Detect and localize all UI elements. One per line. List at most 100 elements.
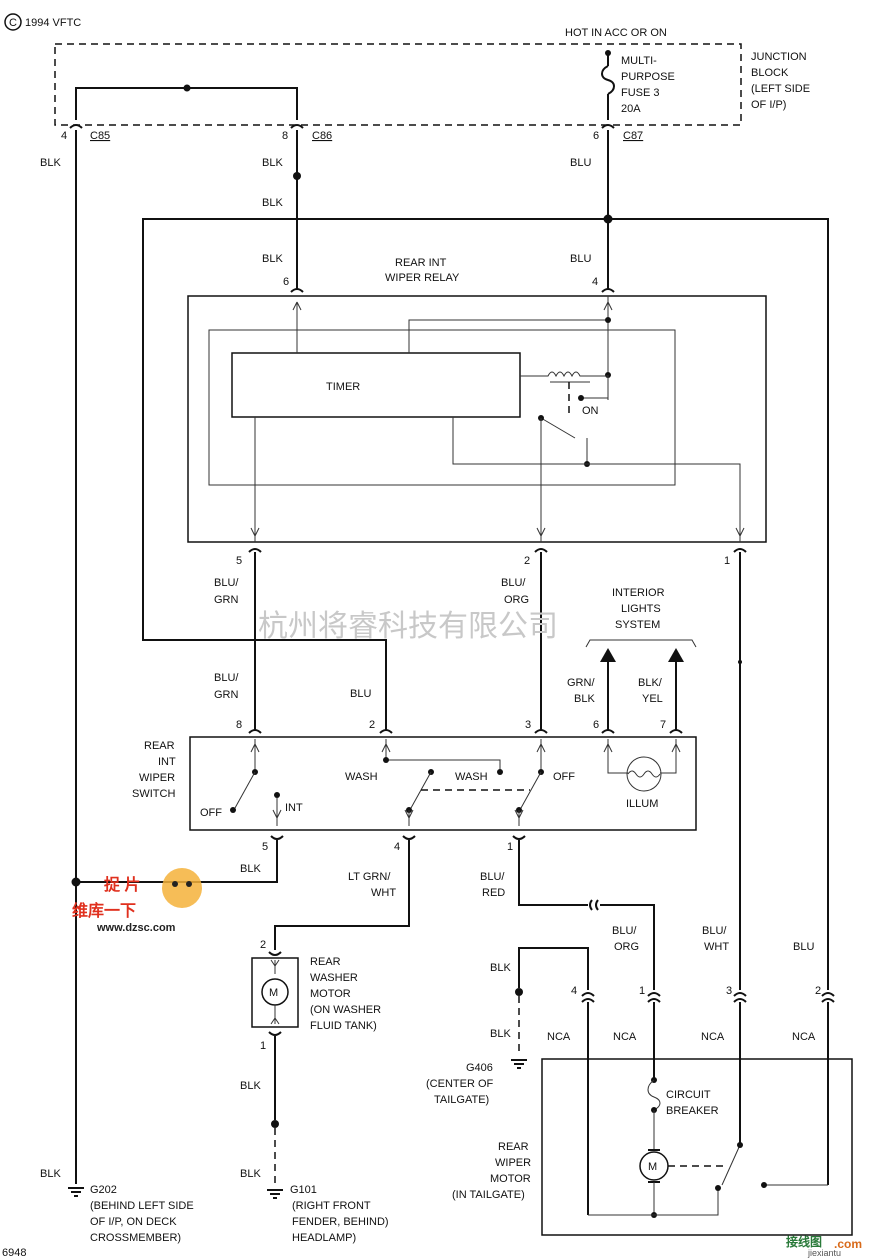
junction-block-label-2: BLOCK [751,67,789,79]
svg-text:4: 4 [61,130,67,142]
junction-block-outline [54,43,742,126]
relay-title-2: WIPER RELAY [385,272,460,284]
svg-text:6: 6 [593,130,599,142]
g202-desc-1: (BEHIND LEFT SIDE [90,1200,194,1212]
relay-pin-6: 6 [283,276,289,288]
g406-name: G406 [466,1062,493,1074]
wire-label-blk-6: BLK [240,1080,261,1092]
wire-label-blk-2: BLK [262,157,283,169]
switch-pin-5: 5 [262,841,268,853]
wire-label-blk-9: BLK [490,962,511,974]
g101-desc-2: FENDER, BEHIND) [292,1216,389,1228]
wire-blu-org-motor [600,904,655,990]
relay-pin-5: 5 [236,555,242,567]
wire-label-blk-yel-a: BLK/ [638,677,663,689]
wire-label-blu-wht-a: BLU/ [702,925,727,937]
g202-name: G202 [90,1184,117,1196]
washer-label-2: WASHER [310,972,358,984]
corner-logo-url: jiexiantu [807,1248,841,1258]
wiper-label-2: WIPER [495,1157,531,1169]
wire-label-blk-8: BLK [40,1168,61,1180]
switch-title-4: SWITCH [132,788,175,800]
g202-desc-2: OF I/P, ON DECK [90,1216,177,1228]
circuit-breaker-icon [647,1079,661,1111]
g101-desc-3: HEADLAMP) [292,1232,356,1244]
switch-pin-1: 1 [507,841,513,853]
svg-text:C87: C87 [623,130,643,142]
arrow-up-icon [600,648,616,662]
breaker-label-1: CIRCUIT [666,1089,711,1101]
switch-pin-3: 3 [525,719,531,731]
wire-label-blu-grn-2a: BLU/ [214,672,239,684]
switch-pin-8: 8 [236,719,242,731]
switch-title-2: INT [158,756,176,768]
switch-wash-1: WASH [345,771,378,783]
junction-block-label-4: OF I/P) [751,99,786,111]
arrow-up-icon [668,648,684,662]
wire-label-blk-7: BLK [240,1168,261,1180]
interior-lights-2: LIGHTS [621,603,661,615]
wire-blk-wiper-ground [518,947,589,990]
wire-label-lt-grn-wht-a: LT GRN/ [348,871,391,883]
wire-label-blu-grn-1b: GRN [214,594,239,606]
wiper-label-1: REAR [498,1141,529,1153]
relay-on-label: ON [582,405,599,417]
wire-label-blu-red-a: BLU/ [480,871,505,883]
fuse-label-1: MULTI- [621,55,657,67]
ground-g202-icon [68,1187,84,1197]
connector-c85: 4 C85 [61,124,110,142]
wire-label-blk-3: BLK [262,197,283,209]
interior-lights-1: INTERIOR [612,587,665,599]
relay-title-1: REAR INT [395,257,447,269]
switch-title-3: WIPER [139,772,175,784]
washer-motor-box [251,957,299,1028]
corner-logo-cn: 接线图 [786,1234,822,1249]
nca-1: NCA [547,1031,571,1043]
wiper-motor-outline [541,1058,853,1236]
wire-label-blu-1: BLU [570,157,591,169]
fuse-label-4: 20A [621,103,641,115]
wire-blu-switch-feed [142,218,608,730]
washer-label-5: FLUID TANK) [310,1020,377,1032]
wire-label-blu-org-2b: ORG [614,941,639,953]
washer-pin-1: 1 [260,1040,266,1052]
wire-label-grn-blk-b: BLK [574,693,595,705]
washer-pin-2: 2 [260,939,266,951]
wire-label-blk-5: BLK [240,863,261,875]
junction-bus-wire [75,87,298,120]
wire-blu-motor-feed [608,218,829,990]
copyright-symbol: C [9,17,17,29]
washer-motor-symbol: M [269,987,278,999]
copyright-text: 1994 VFTC [25,17,81,29]
junction-block-label-1: JUNCTION [751,51,807,63]
wire-blu-red [518,840,588,906]
washer-label-3: MOTOR [310,988,351,1000]
connector-c86: 8 C86 [282,124,332,142]
wire-label-blk-yel-b: YEL [642,693,663,705]
nca-3: NCA [701,1031,725,1043]
connector-c87: 6 C87 [593,124,643,142]
relay-timer-box [231,352,521,418]
copyright-badge: C 1994 VFTC [4,13,81,31]
wire-label-blu-grn-2b: GRN [214,689,239,701]
wiper-pin-1: 1 [639,985,645,997]
switch-off-left: OFF [200,807,222,819]
nca-4: NCA [792,1031,816,1043]
switch-wash-2: WASH [455,771,488,783]
relay-outline [187,295,767,543]
wire-label-blk-10: BLK [490,1028,511,1040]
svg-text:C85: C85 [90,130,110,142]
wiper-pin-4: 4 [571,985,577,997]
wire-label-blu-4: BLU [793,941,814,953]
fuse-label-3: FUSE 3 [621,87,660,99]
washer-label-1: REAR [310,956,341,968]
wiper-label-3: MOTOR [490,1173,531,1185]
ground-g406-icon [511,1059,527,1069]
switch-pin-2: 2 [369,719,375,731]
wire-blk-switch-ground [76,840,278,883]
wire-label-blu-2: BLU [570,253,591,265]
relay-timer-label: TIMER [326,381,360,393]
splice-ground [71,877,81,887]
switch-pin-6: 6 [593,719,599,731]
junction-bus-splice [183,84,191,92]
